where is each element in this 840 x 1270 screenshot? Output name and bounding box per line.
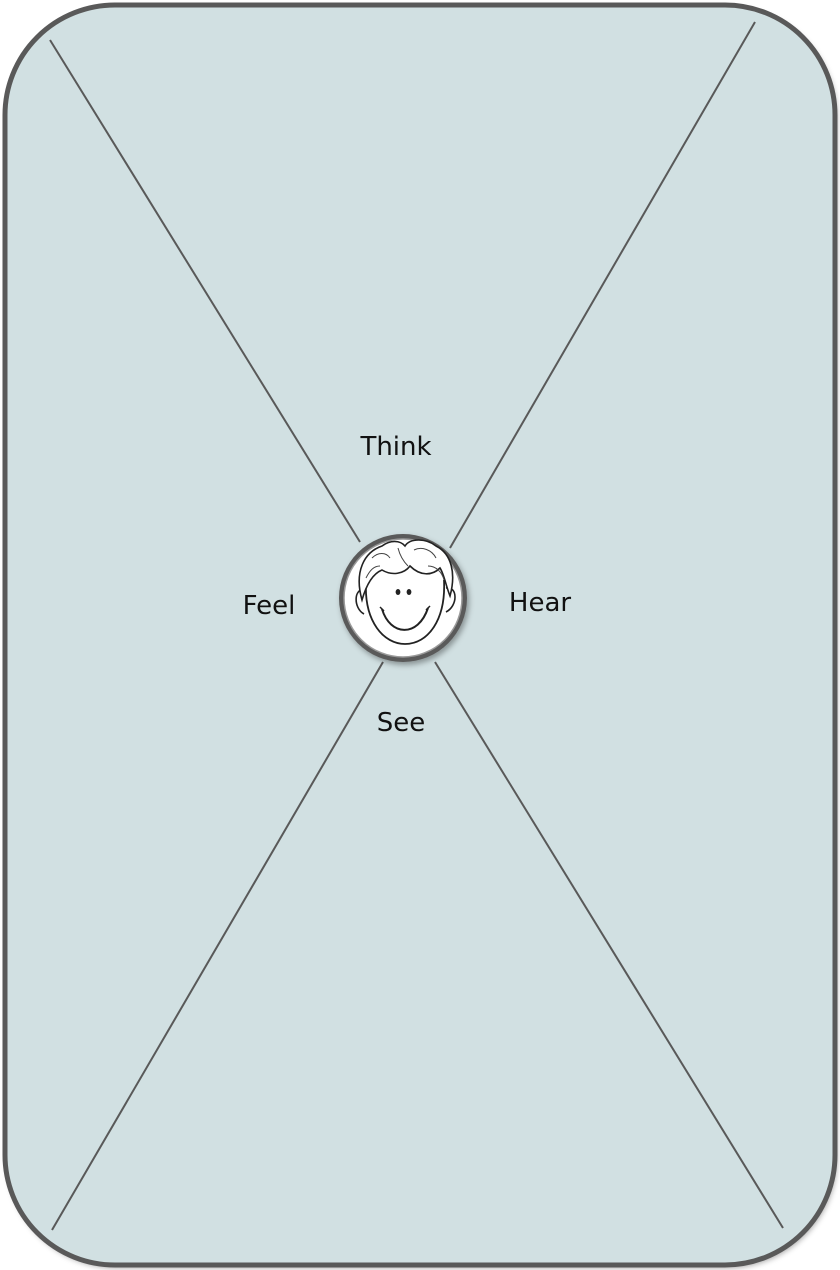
think-label: Think	[359, 432, 431, 462]
feel-label: Feel	[243, 591, 296, 621]
see-label: See	[377, 708, 426, 738]
smiling-face-icon	[339, 534, 467, 662]
hear-label: Hear	[509, 588, 571, 618]
